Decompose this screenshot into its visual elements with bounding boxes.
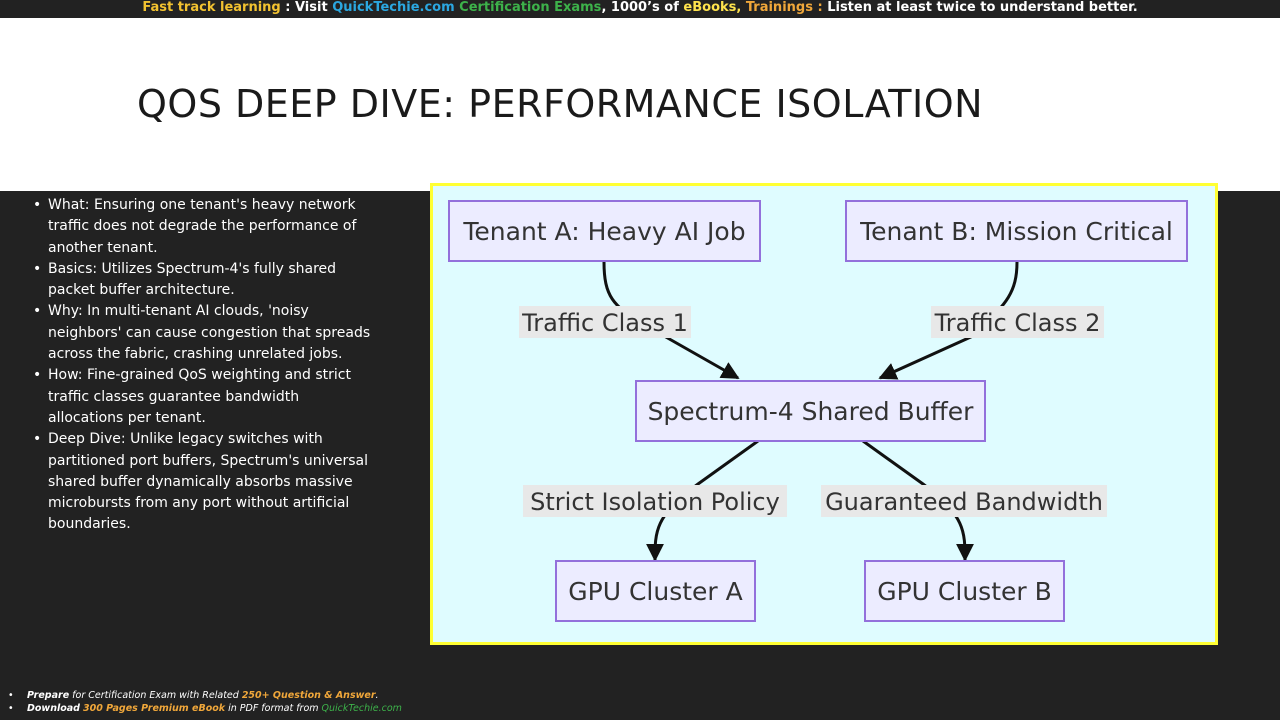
node-tenant-b: Tenant B: Mission Critical bbox=[845, 200, 1188, 262]
footer-line-prepare: Prepare for Certification Exam with Rela… bbox=[8, 689, 608, 702]
banner-listen: Listen at least twice to understand bett… bbox=[822, 0, 1138, 15]
banner-trainings: Trainings : bbox=[741, 0, 823, 15]
banner-visit: : Visit bbox=[280, 0, 333, 15]
bullet-how: How: Fine-grained QoS weighting and stri… bbox=[30, 365, 375, 429]
node-tenant-a-label: Tenant A: Heavy AI Job bbox=[462, 217, 745, 246]
banner-cert-exams: Certification Exams bbox=[454, 0, 602, 15]
bullet-why: Why: In multi-tenant AI clouds, 'noisy n… bbox=[30, 301, 375, 365]
edge-label-traffic-class-2-text: Traffic Class 2 bbox=[934, 309, 1101, 337]
edge-label-strict-isolation-text: Strict Isolation Policy bbox=[530, 488, 780, 516]
banner-fast-track: Fast track learning bbox=[142, 0, 281, 15]
footer-pdf-text: in PDF format from bbox=[225, 703, 322, 714]
footer-ebook: 300 Pages Premium eBook bbox=[82, 703, 226, 714]
footer-notes: Prepare for Certification Exam with Rela… bbox=[8, 689, 608, 715]
edge-label-traffic-class-2: Traffic Class 2 bbox=[931, 306, 1104, 338]
node-gpu-cluster-a-label: GPU Cluster A bbox=[568, 577, 742, 606]
node-gpu-cluster-b-label: GPU Cluster B bbox=[877, 577, 1052, 606]
node-shared-buffer: Spectrum-4 Shared Buffer bbox=[635, 380, 986, 442]
footer-prepare: Prepare bbox=[27, 690, 70, 701]
slide-title: QOS DEEP DIVE: PERFORMANCE ISOLATION bbox=[137, 82, 984, 126]
bullet-list: What: Ensuring one tenant's heavy networ… bbox=[30, 195, 375, 536]
footer-qa-count: 250+ Question & Answer bbox=[241, 690, 376, 701]
banner-ebooks: eBooks, bbox=[683, 0, 742, 15]
diagram-canvas: Tenant A: Heavy AI Job Tenant B: Mission… bbox=[448, 200, 1188, 622]
node-tenant-b-label: Tenant B: Mission Critical bbox=[859, 217, 1173, 246]
edge-label-guaranteed-bandwidth: Guaranteed Bandwidth bbox=[821, 485, 1107, 517]
node-gpu-cluster-b: GPU Cluster B bbox=[864, 560, 1065, 622]
top-banner: Fast track learning : Visit QuickTechie.… bbox=[0, 0, 1280, 18]
edge-label-strict-isolation: Strict Isolation Policy bbox=[523, 485, 787, 517]
bullet-what: What: Ensuring one tenant's heavy networ… bbox=[30, 195, 375, 259]
edge-label-traffic-class-1: Traffic Class 1 bbox=[519, 306, 691, 338]
node-tenant-a: Tenant A: Heavy AI Job bbox=[448, 200, 761, 262]
edge-label-guaranteed-bandwidth-text: Guaranteed Bandwidth bbox=[825, 488, 1103, 516]
bullet-deep-dive: Deep Dive: Unlike legacy switches with p… bbox=[30, 429, 375, 535]
footer-download: Download bbox=[27, 703, 80, 714]
banner-site-link[interactable]: QuickTechie.com bbox=[332, 0, 455, 15]
node-gpu-cluster-a: GPU Cluster A bbox=[555, 560, 756, 622]
banner-count: , 1000’s of bbox=[601, 0, 684, 15]
flow-diagram: Tenant A: Heavy AI Job Tenant B: Mission… bbox=[430, 183, 1218, 645]
slide-header: QOS DEEP DIVE: PERFORMANCE ISOLATION bbox=[0, 18, 1280, 191]
bullet-basics: Basics: Utilizes Spectrum-4's fully shar… bbox=[30, 259, 375, 302]
edge-label-traffic-class-1-text: Traffic Class 1 bbox=[521, 309, 688, 337]
footer-prepare-text: for Certification Exam with Related bbox=[69, 690, 242, 701]
node-shared-buffer-label: Spectrum-4 Shared Buffer bbox=[648, 397, 975, 426]
footer-site-link[interactable]: QuickTechie.com bbox=[321, 703, 402, 714]
footer-line-download: Download 300 Pages Premium eBook in PDF … bbox=[8, 702, 608, 715]
footer-period: . bbox=[375, 690, 379, 701]
